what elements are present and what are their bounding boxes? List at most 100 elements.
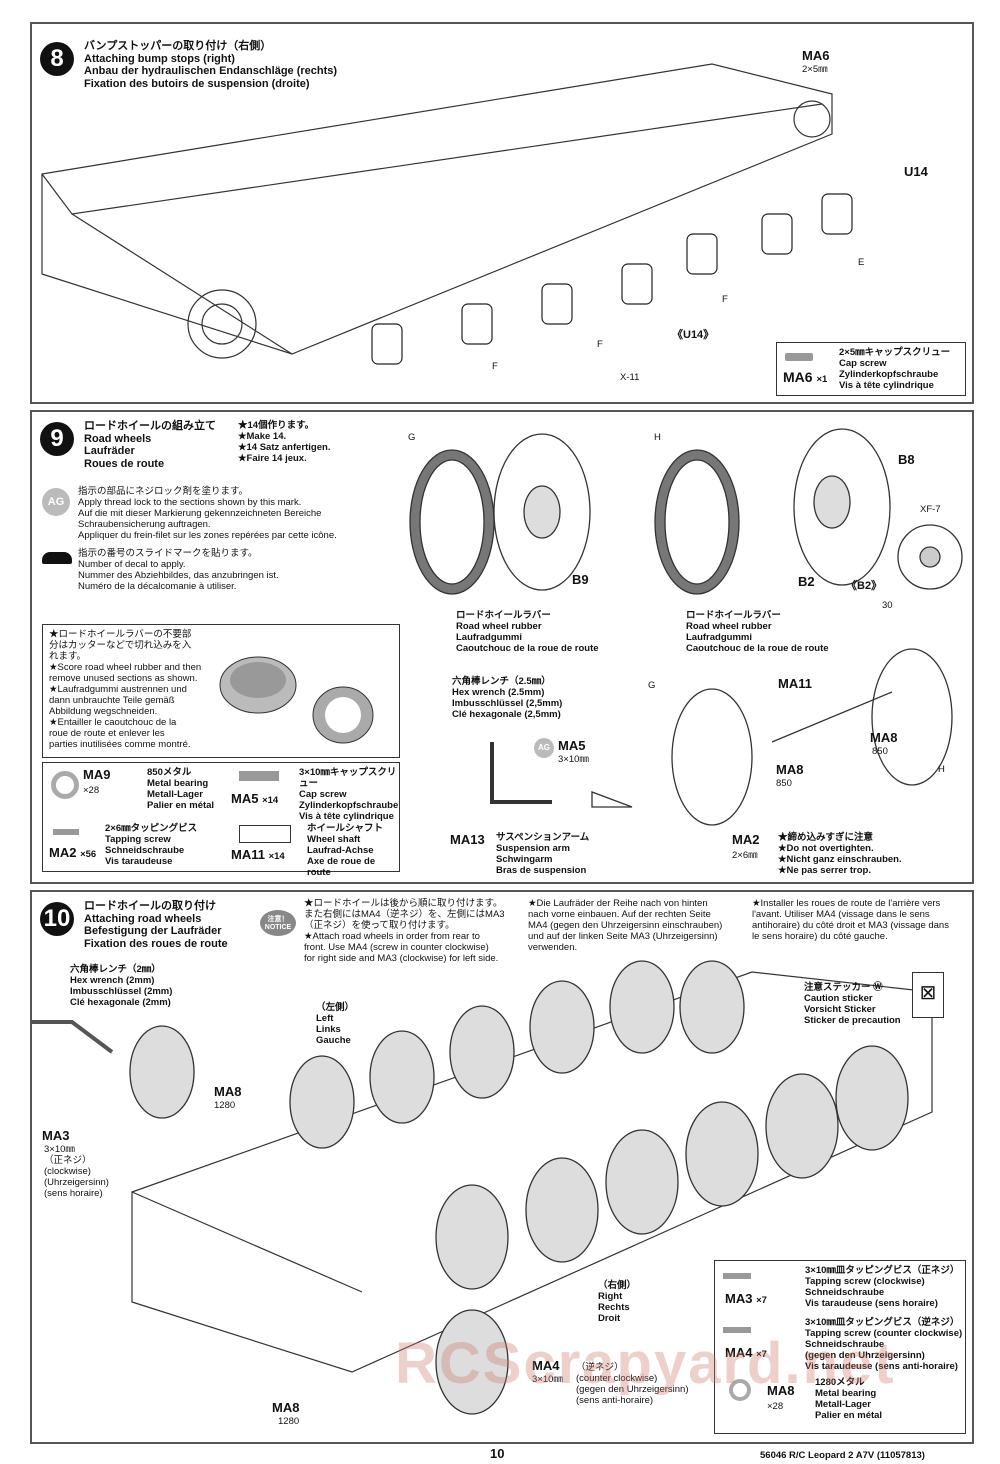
caution-sticker-label: 注意ステッカー Ⓦ	[804, 982, 883, 993]
left-side-label: Links	[316, 1024, 341, 1035]
label-ma13: MA13	[450, 832, 485, 847]
threadlock-text: Auf die mit dieser Markierung gekennzeic…	[78, 508, 322, 519]
left-side-label: Gauche	[316, 1035, 351, 1046]
decal-text: Number of decal to apply.	[78, 559, 186, 570]
note-line: ★Die Laufräder der Reihe nach von hinten	[528, 898, 708, 909]
part-code: MA6	[783, 369, 813, 385]
rubber-label: ロードホイールラバー	[456, 610, 551, 621]
label-b2-detail: 《B2》	[846, 580, 883, 592]
title-jp: ロードホイールの組み立て	[84, 420, 216, 432]
part-desc: 3×10㎜皿タッピングビス（正ネジ）	[805, 1265, 960, 1276]
left-side-label: （左側）	[316, 1002, 355, 1013]
part-qty: ×28	[767, 1401, 784, 1412]
decal-text: Numéro de la décalcomanie à utiliser.	[78, 581, 237, 592]
part-desc: Cap screw	[839, 358, 887, 369]
label-b9: B9	[572, 572, 589, 587]
ma4-detail: （逆ネジ）	[576, 1362, 624, 1373]
hex-wrench-label: Clé hexagonale (2mm)	[70, 997, 171, 1008]
overtighten-note: ★締め込みすぎに注意	[778, 832, 874, 843]
rubber-label: Caoutchouc de la roue de route	[686, 643, 829, 654]
part-desc: Tapping screw	[105, 834, 171, 845]
cap-screw-icon	[785, 353, 813, 361]
part-qty: ×1	[816, 374, 828, 385]
label-e: E	[858, 257, 865, 268]
title-de: Anbau der hydraulischen Endanschläge (re…	[84, 65, 338, 77]
ma4-detail: 3×10㎜	[532, 1374, 563, 1385]
ma13-desc: Bras de suspension	[496, 865, 587, 876]
title-de: Laufräder	[84, 445, 135, 457]
right-side-label: Rechts	[598, 1302, 630, 1313]
label-decal-30: 30	[882, 600, 893, 611]
note-line: ★ロードホイールラバーの不要部	[49, 629, 192, 640]
tapping-screw-icon	[53, 829, 79, 835]
part-desc: 850メタル	[147, 767, 192, 778]
step-number: 10	[40, 902, 74, 936]
part-desc: Schneidschraube	[805, 1339, 885, 1350]
label-ma8: MA8	[214, 1084, 242, 1099]
title-en: Attaching road wheels	[84, 912, 202, 925]
label-ma3: MA3	[42, 1128, 70, 1143]
part-code: MA5	[231, 791, 259, 806]
note-line: （正ネジ）を使って取り付けます。	[304, 920, 455, 931]
part-desc: 3×10㎜皿タッピングビス（逆ネジ）	[805, 1317, 960, 1328]
step-title: バンプストッパーの取り付け（右側） Attaching bump stops (…	[84, 40, 337, 90]
note-line: ★Score road wheel rubber and then	[49, 662, 202, 673]
title-jp: ロードホイールの取り付け	[84, 900, 216, 912]
part-desc: Vis à tête cylindrique	[299, 811, 394, 822]
part-desc: Metall-Lager	[815, 1399, 871, 1410]
part-desc: Tapping screw (clockwise)	[805, 1276, 925, 1287]
part-desc: Laufrad-Achse	[307, 845, 374, 856]
note-line: ★Make 14.	[238, 431, 287, 442]
part-desc: Vis taraudeuse	[105, 856, 173, 867]
tapping-screw-icon	[723, 1273, 751, 1279]
title-en: Road wheels	[84, 432, 152, 445]
ma3-detail: (Uhrzeigersinn)	[44, 1177, 109, 1188]
ma13-desc: サスペンションアーム	[496, 832, 590, 843]
threadlock-icon: AG	[534, 738, 554, 758]
note-line: roue de route et enlever les	[49, 728, 165, 739]
threadlock-icon: AG	[42, 488, 70, 516]
part-code: MA3	[725, 1291, 753, 1306]
part-qty: ×14	[268, 851, 285, 862]
label-b2: B2	[798, 574, 815, 589]
overtighten-note: ★Do not overtighten.	[778, 843, 874, 854]
part-desc: Axe de roue de route	[307, 856, 376, 878]
part-code: MA8	[767, 1383, 795, 1398]
note-line: MA4 (gegen den Uhrzeigersinn einschraube…	[528, 920, 723, 931]
part-desc: Metall-Lager	[147, 789, 203, 800]
rubber-label: ロードホイールラバー	[686, 610, 781, 621]
label-u14: U14	[904, 164, 928, 179]
rubber-label: Laufradgummi	[686, 632, 752, 643]
ma3-detail: (sens horaire)	[44, 1188, 103, 1199]
label-ma8-sub: 850	[776, 778, 792, 789]
part-desc: 2×5㎜キャップスクリュー	[839, 347, 951, 358]
threadlock-text: 指示の部品にネジロック剤を塗ります。	[78, 486, 249, 497]
rubber-cutting-illustration	[219, 656, 374, 744]
note-line: ★ロードホイールは後から順に取り付けます。	[304, 898, 503, 909]
note-line: parties inutilisées comme montré.	[49, 739, 191, 750]
overtighten-note: ★Ne pas serrer trop.	[778, 865, 871, 876]
part-desc: Schneidschraube	[105, 845, 185, 856]
label-b8: B8	[898, 452, 915, 467]
ma3-detail: 3×10㎜	[44, 1144, 75, 1155]
label-g: G	[648, 680, 656, 691]
label-ma11: MA11	[778, 676, 812, 691]
threadlock-text: Appliquer du frein-filet sur les zones r…	[78, 530, 337, 541]
label-ma5-size: 3×10㎜	[558, 754, 589, 765]
step-8-panel: 8 バンプストッパーの取り付け（右側） Attaching bump stops…	[30, 22, 974, 404]
decal-text: 指示の番号のスライドマークを貼ります。	[78, 548, 258, 559]
title-en: Attaching bump stops (right)	[84, 52, 235, 65]
rubber-label: Caoutchouc de la roue de route	[456, 643, 599, 654]
label-f: F	[722, 294, 728, 305]
note-line: nach vorne einbauen. Auf der rechten Sei…	[528, 909, 711, 920]
part-qty: ×56	[80, 849, 97, 860]
part-desc: Wheel shaft	[307, 834, 361, 845]
label-ma5: MA5	[558, 738, 586, 753]
ma13-desc: Suspension arm	[496, 843, 570, 854]
caution-sticker-label: Vorsicht Sticker	[804, 1004, 876, 1015]
part-desc: Palier en métal	[815, 1410, 883, 1421]
rubber-label: Road wheel rubber	[456, 621, 542, 632]
part-code: MA9	[83, 767, 111, 782]
model-code: 56046 R/C Leopard 2 A7V (11057813)	[760, 1450, 925, 1461]
